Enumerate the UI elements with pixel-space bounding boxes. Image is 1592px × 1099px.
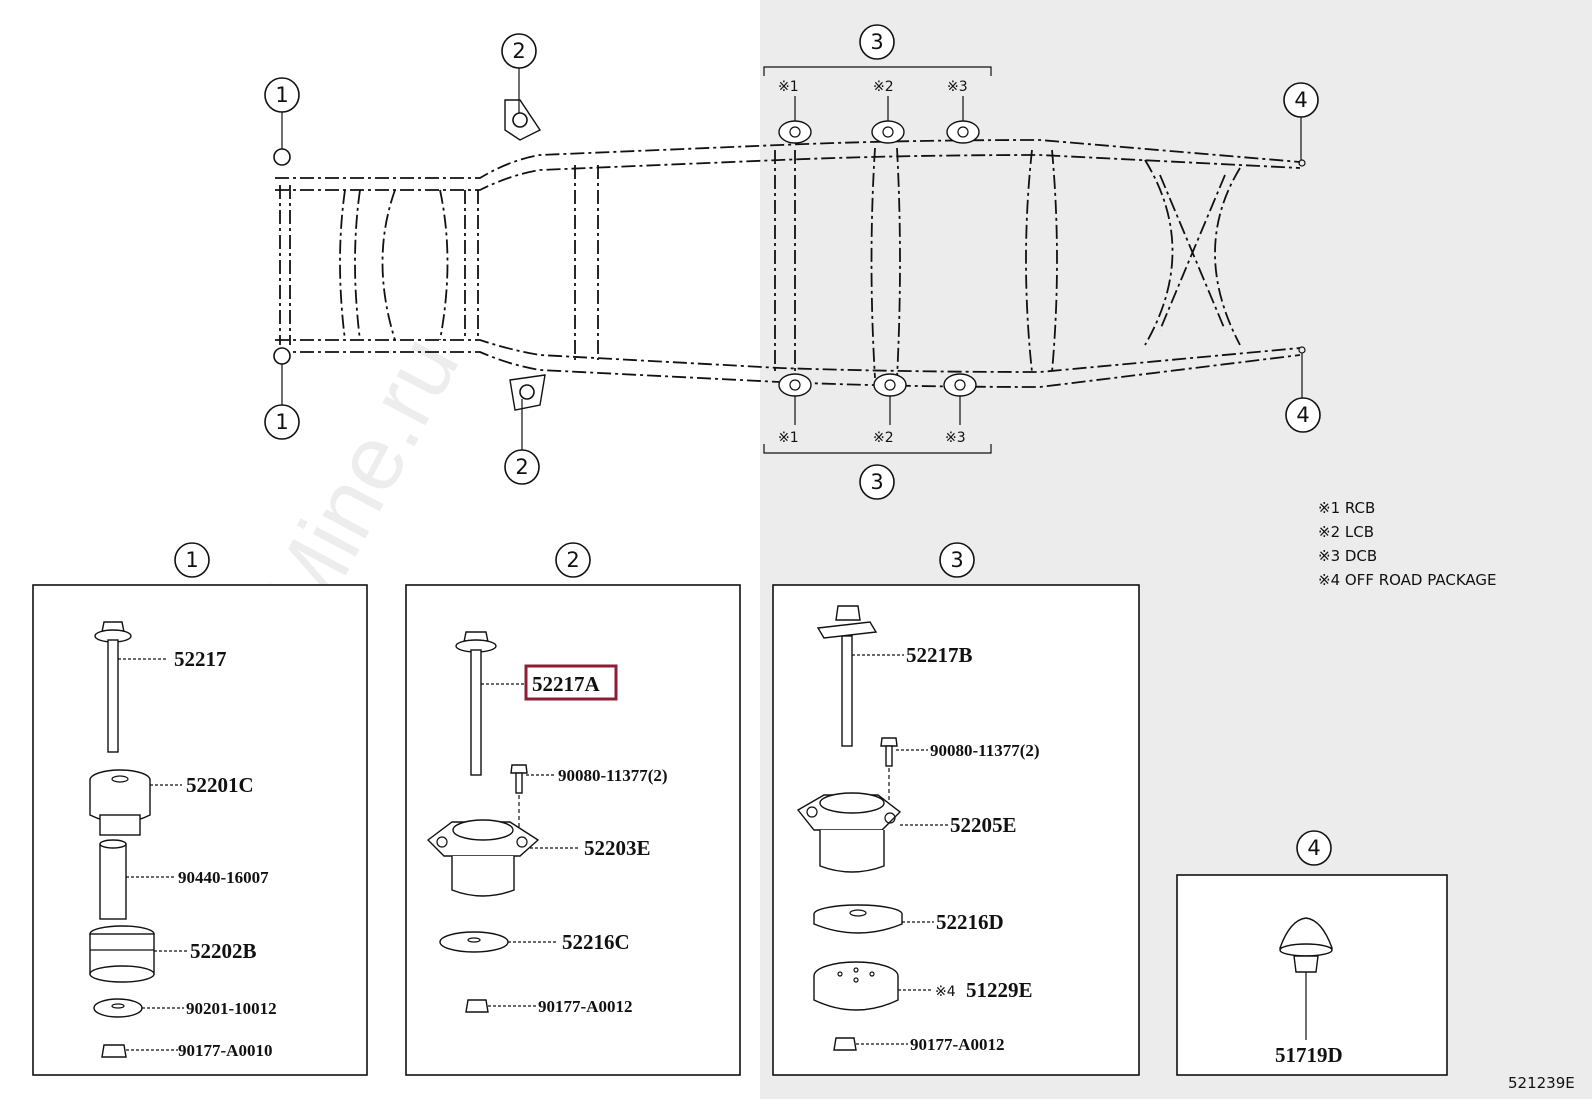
vehicle-frame	[273, 99, 1306, 411]
part-52217[interactable]: 52217	[174, 647, 227, 671]
legend-item-off-road: ※4 OFF ROAD PACKAGE	[1318, 571, 1496, 589]
mark-2-bottom: ※2	[873, 430, 894, 446]
mount-3-lower-1	[778, 373, 812, 397]
callout-2-top: 2	[512, 39, 525, 63]
group-3-label: 3	[950, 548, 963, 572]
group-3-panel: 3 52217B 90080-11377(2) 52205E 52216D	[772, 542, 1140, 1076]
part-90177-A0010[interactable]: 90177-A0010	[178, 1041, 272, 1060]
group-1-panel: 1 52217 52201C 90440-16007 52202B 90201-…	[32, 542, 368, 1076]
legend-item-lcb: ※2 LCB	[1318, 523, 1374, 541]
callout-3-bottom: 3	[870, 470, 883, 494]
callout-3-top: 3	[870, 30, 883, 54]
front-mount-lower	[273, 347, 291, 365]
part-52216C[interactable]: 52216C	[562, 930, 630, 954]
mount-2-upper-hole	[512, 112, 528, 128]
part-52205E[interactable]: 52205E	[950, 813, 1017, 837]
callout-4-top: 4	[1294, 88, 1307, 112]
part-52202B[interactable]: 52202B	[190, 939, 257, 963]
legend-item-rcb: ※1 RCB	[1318, 499, 1375, 517]
callout-1-top: 1	[275, 83, 288, 107]
part-90440-16007[interactable]: 90440-16007	[178, 868, 269, 887]
mount-3-upper-2	[871, 120, 905, 144]
mount-3-upper-3	[946, 120, 980, 144]
group-1-label: 1	[185, 548, 198, 572]
mark-3-bottom: ※3	[945, 430, 966, 446]
callout-2-bottom: 2	[515, 455, 528, 479]
highlight-box	[524, 664, 618, 701]
part-52203E[interactable]: 52203E	[584, 836, 651, 860]
mark-4: ※4	[935, 984, 956, 1000]
part-90201-10012[interactable]: 90201-10012	[186, 999, 277, 1018]
part-52217A[interactable]: 52217A	[532, 672, 601, 696]
mount-3-upper-1	[778, 120, 812, 144]
mark-2-top: ※2	[873, 79, 894, 95]
part-52216D[interactable]: 52216D	[936, 910, 1004, 934]
part-51229E[interactable]: 51229E	[966, 978, 1033, 1002]
part-52217B[interactable]: 52217B	[906, 643, 973, 667]
group-4-label: 4	[1307, 836, 1320, 860]
mount-4-upper	[1298, 159, 1306, 167]
part-51719D[interactable]: 51719D	[1275, 1043, 1343, 1067]
part-90080-11377-g2[interactable]: 90080-11377(2)	[558, 766, 668, 785]
legend-item-dcb: ※3 DCB	[1318, 547, 1377, 565]
mount-3-lower-3	[943, 373, 977, 397]
mark-1-bottom: ※1	[778, 430, 799, 446]
part-90177-A0012-g3[interactable]: 90177-A0012	[910, 1035, 1004, 1054]
group-4-panel: 4 51719D	[1176, 830, 1448, 1076]
part-52201C[interactable]: 52201C	[186, 773, 254, 797]
mount-3-lower-2	[873, 373, 907, 397]
callout-4-bottom: 4	[1296, 403, 1309, 427]
part-90177-A0012-g2[interactable]: 90177-A0012	[538, 997, 632, 1016]
mount-2-lower-hole	[519, 384, 535, 400]
callout-1-bottom: 1	[275, 410, 288, 434]
frame-callouts: 1 1 2 2 3 ※1 ※2 ※3 ※1 ※2 ※3 3 4	[264, 24, 1321, 500]
part-90080-11377-g3[interactable]: 90080-11377(2)	[930, 741, 1040, 760]
diagram-id: 521239E	[1508, 1074, 1575, 1092]
group-2-label: 2	[566, 548, 579, 572]
legend: ※1 RCB ※2 LCB ※3 DCB ※4 OFF ROAD PACKAGE	[1318, 499, 1496, 589]
group-2-panel: 2 52217A 90080-11377(2) 52203E 52216C 90…	[405, 542, 741, 1076]
mark-3-top: ※3	[947, 79, 968, 95]
mark-1-top: ※1	[778, 79, 799, 95]
front-mount-upper	[273, 148, 291, 166]
